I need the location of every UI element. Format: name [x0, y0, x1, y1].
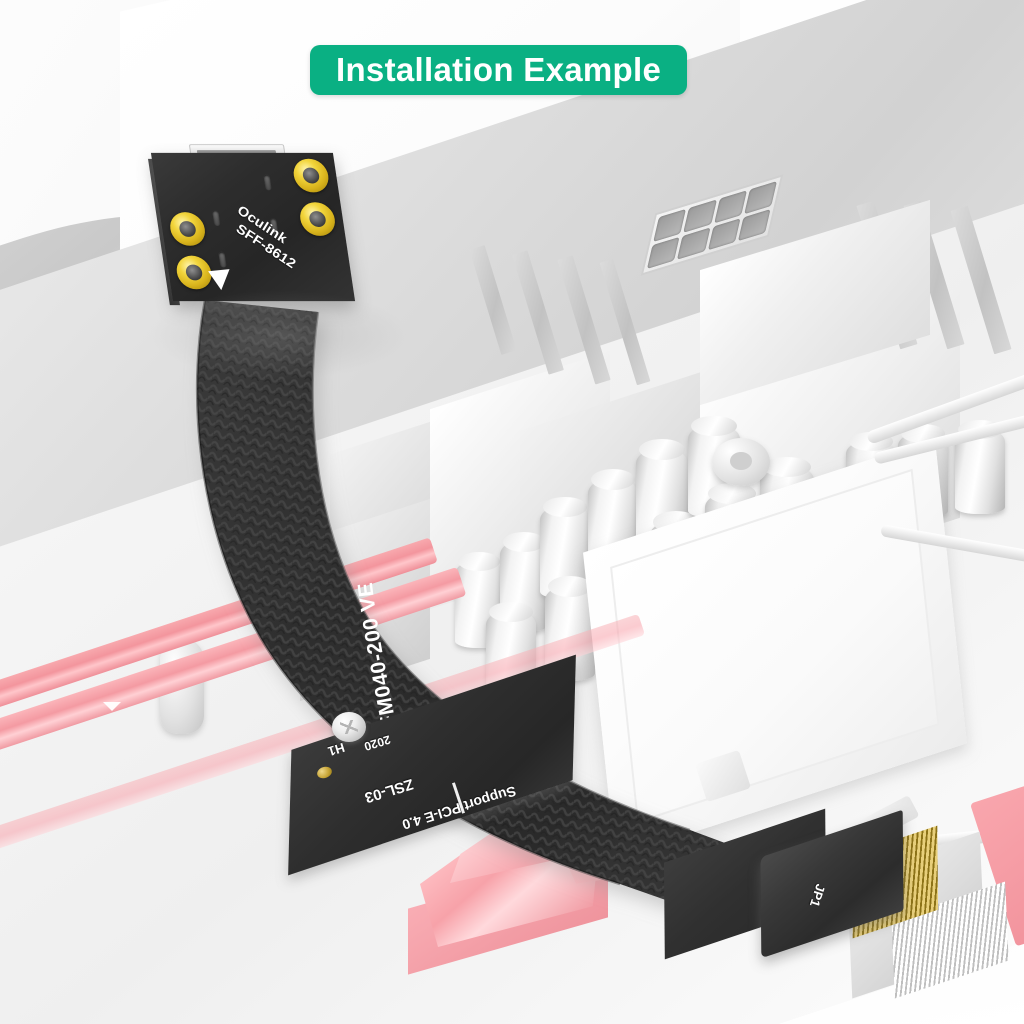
oculink-adapter-board: Oculink SFF-8612	[150, 152, 356, 302]
ribbon-cable-body	[195, 299, 760, 912]
mounting-hole-bore	[184, 264, 204, 281]
mounting-hole	[297, 202, 338, 236]
standoff-hole	[730, 452, 752, 470]
board-vent-slot	[263, 174, 272, 191]
mounting-hole-bore	[301, 167, 321, 184]
mounting-hole-bore	[178, 221, 197, 237]
badge-label: Installation Example	[336, 51, 662, 88]
board-vent-slot	[212, 210, 221, 227]
pin1-triangle-marker	[103, 702, 121, 711]
drop-shadow	[150, 290, 410, 380]
mounting-screw	[332, 712, 366, 742]
mounting-hole-bore	[308, 211, 327, 227]
screw-cross-slot	[340, 720, 358, 734]
mounting-hole	[291, 158, 331, 193]
installation-example-badge: Installation Example	[310, 45, 688, 95]
mounting-hole	[167, 212, 208, 246]
